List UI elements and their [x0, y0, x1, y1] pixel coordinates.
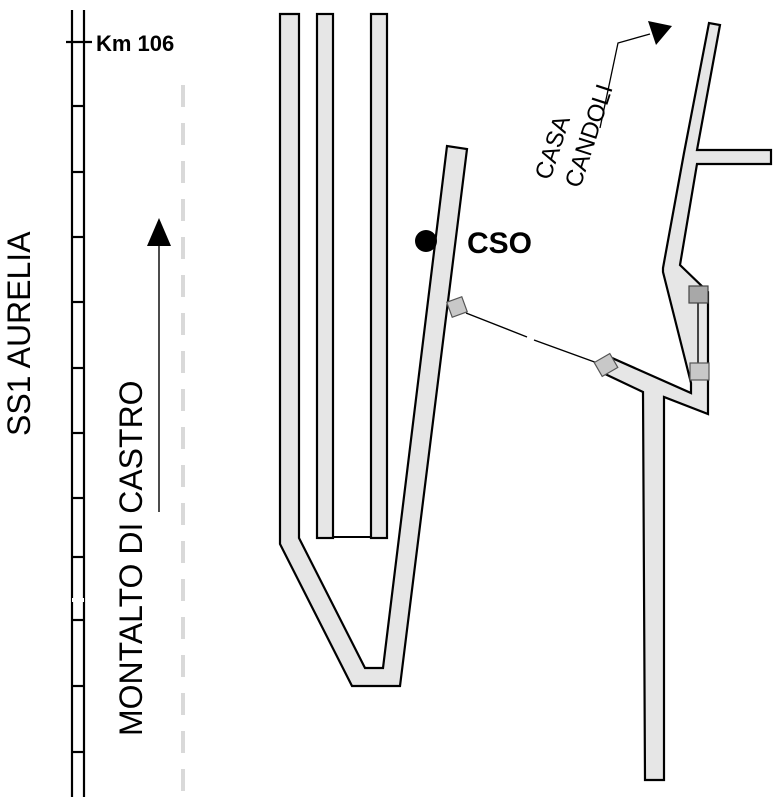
road-right-network	[603, 21, 773, 782]
highway-ticks	[66, 40, 92, 754]
junction-box-lower-right	[689, 362, 710, 381]
casa-candoli-arrow-icon	[599, 21, 672, 129]
road-u-loop	[278, 12, 469, 688]
highway-ss1	[66, 10, 92, 797]
junction-box-left	[445, 295, 469, 319]
road-inner-lane-right	[369, 12, 389, 540]
direction-label: MONTALTO DI CASTRO	[113, 380, 149, 736]
road-inner-lane-left	[315, 12, 335, 540]
highway-label: SS1 AURELIA	[1, 231, 37, 436]
cso-label: CSO	[467, 227, 532, 260]
km-marker-label: Km 106	[96, 31, 174, 56]
junction-box-upper-right	[688, 285, 709, 304]
pipe-connection	[465, 295, 699, 371]
direction-arrow-icon	[147, 218, 171, 512]
cso-marker	[415, 230, 437, 252]
junction-box-middle	[593, 352, 619, 378]
